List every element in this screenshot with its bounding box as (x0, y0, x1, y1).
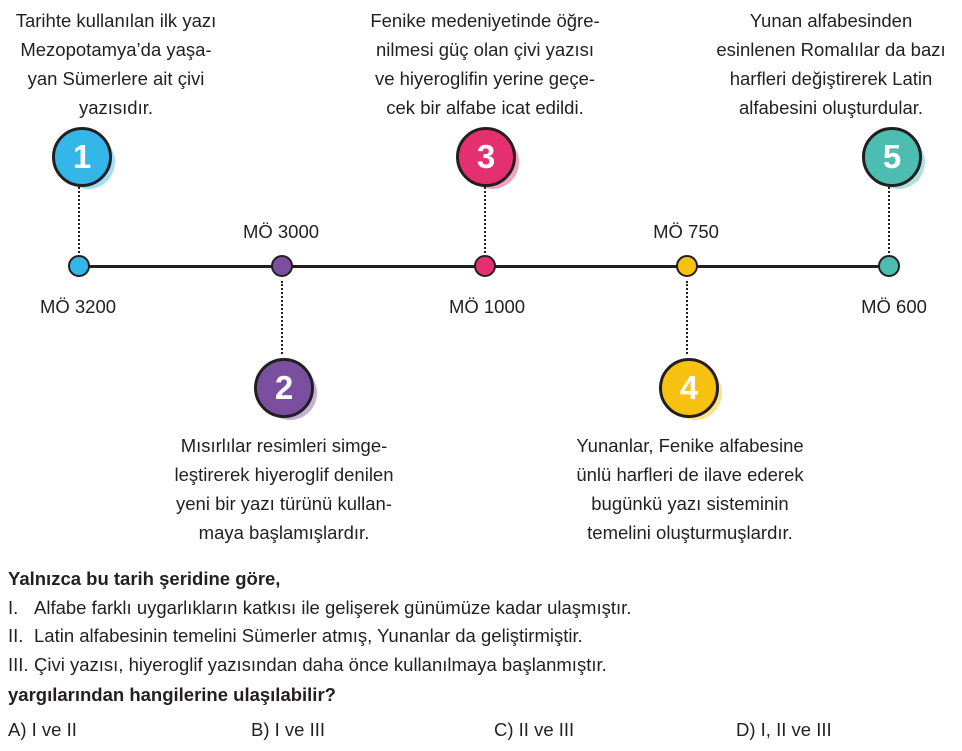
event-4-number-badge: 4 (659, 358, 719, 418)
event-4-date: MÖ 750 (653, 221, 719, 242)
event-4-dot (676, 255, 698, 277)
event-3-dot (474, 255, 496, 277)
statement-3-text: Çivi yazısı, hiyeroglif yazısından daha … (34, 654, 607, 675)
event-3-number-badge: 3 (456, 127, 516, 187)
option-d-letter: D) (736, 719, 756, 740)
option-d-text: I, II ve III (760, 719, 832, 740)
event-3-date: MÖ 1000 (448, 296, 526, 317)
event-5-dot (878, 255, 900, 277)
event-1-date: MÖ 3200 (39, 296, 117, 317)
question-prompt: yargılarından hangilerine ulaşılabilir? (8, 684, 336, 705)
option-a-text: I ve II (31, 719, 77, 740)
event-1-connector (78, 187, 80, 253)
option-c-letter: C) (494, 719, 514, 740)
question-intro: Yalnızca bu tarih şeridine göre, (8, 568, 281, 589)
statement-2-text: Latin alfabesinin temelini Sümerler atmı… (34, 625, 583, 646)
event-2-connector (281, 281, 283, 354)
option-c-text: II ve III (518, 719, 575, 740)
event-1-number-badge: 1 (52, 127, 112, 187)
event-1-text: Tarihte kullanılan ilk yazı Mezopotamya’… (15, 10, 217, 118)
event-2-text: Mısırlılar resimleri simge- leştirerek h… (174, 435, 394, 543)
event-2-number-badge: 2 (254, 358, 314, 418)
event-2-date: MÖ 3000 (242, 221, 320, 242)
statement-1: I. Alfabe farklı uygarlıkların katkısı il… (8, 596, 631, 620)
option-b-text: I ve III (274, 719, 326, 740)
event-4-text: Yunanlar, Fenike alfabesine ünlü harfler… (576, 435, 804, 543)
event-5-number-badge: 5 (862, 127, 922, 187)
event-3-connector (484, 187, 486, 253)
option-d[interactable]: D) I, II ve III (736, 718, 832, 742)
option-a[interactable]: A) I ve II (8, 718, 77, 742)
event-5-connector (888, 187, 890, 253)
event-5-date: MÖ 600 (861, 296, 927, 317)
event-3-text: Fenike medeniyetinde öğre- nilmesi güç o… (370, 10, 600, 118)
event-2-dot (271, 255, 293, 277)
statement-2: II. Latin alfabesinin temelini Sümerler a… (8, 624, 583, 648)
event-1-dot (68, 255, 90, 277)
statement-2-roman: II. (8, 625, 24, 646)
event-5-text: Yunan alfabesinden esinlenen Romalılar d… (716, 10, 946, 118)
option-a-letter: A) (8, 719, 27, 740)
option-b[interactable]: B) I ve III (251, 718, 325, 742)
statement-1-text: Alfabe farklı uygarlıkların katkısı ile … (34, 597, 632, 618)
option-c[interactable]: C) II ve III (494, 718, 574, 742)
option-b-letter: B) (251, 719, 270, 740)
statement-3: III.Çivi yazısı, hiyeroglif yazısından d… (8, 653, 607, 677)
statement-3-roman: III. (8, 654, 29, 675)
event-4-connector (686, 281, 688, 354)
statement-1-roman: I. (8, 597, 19, 618)
